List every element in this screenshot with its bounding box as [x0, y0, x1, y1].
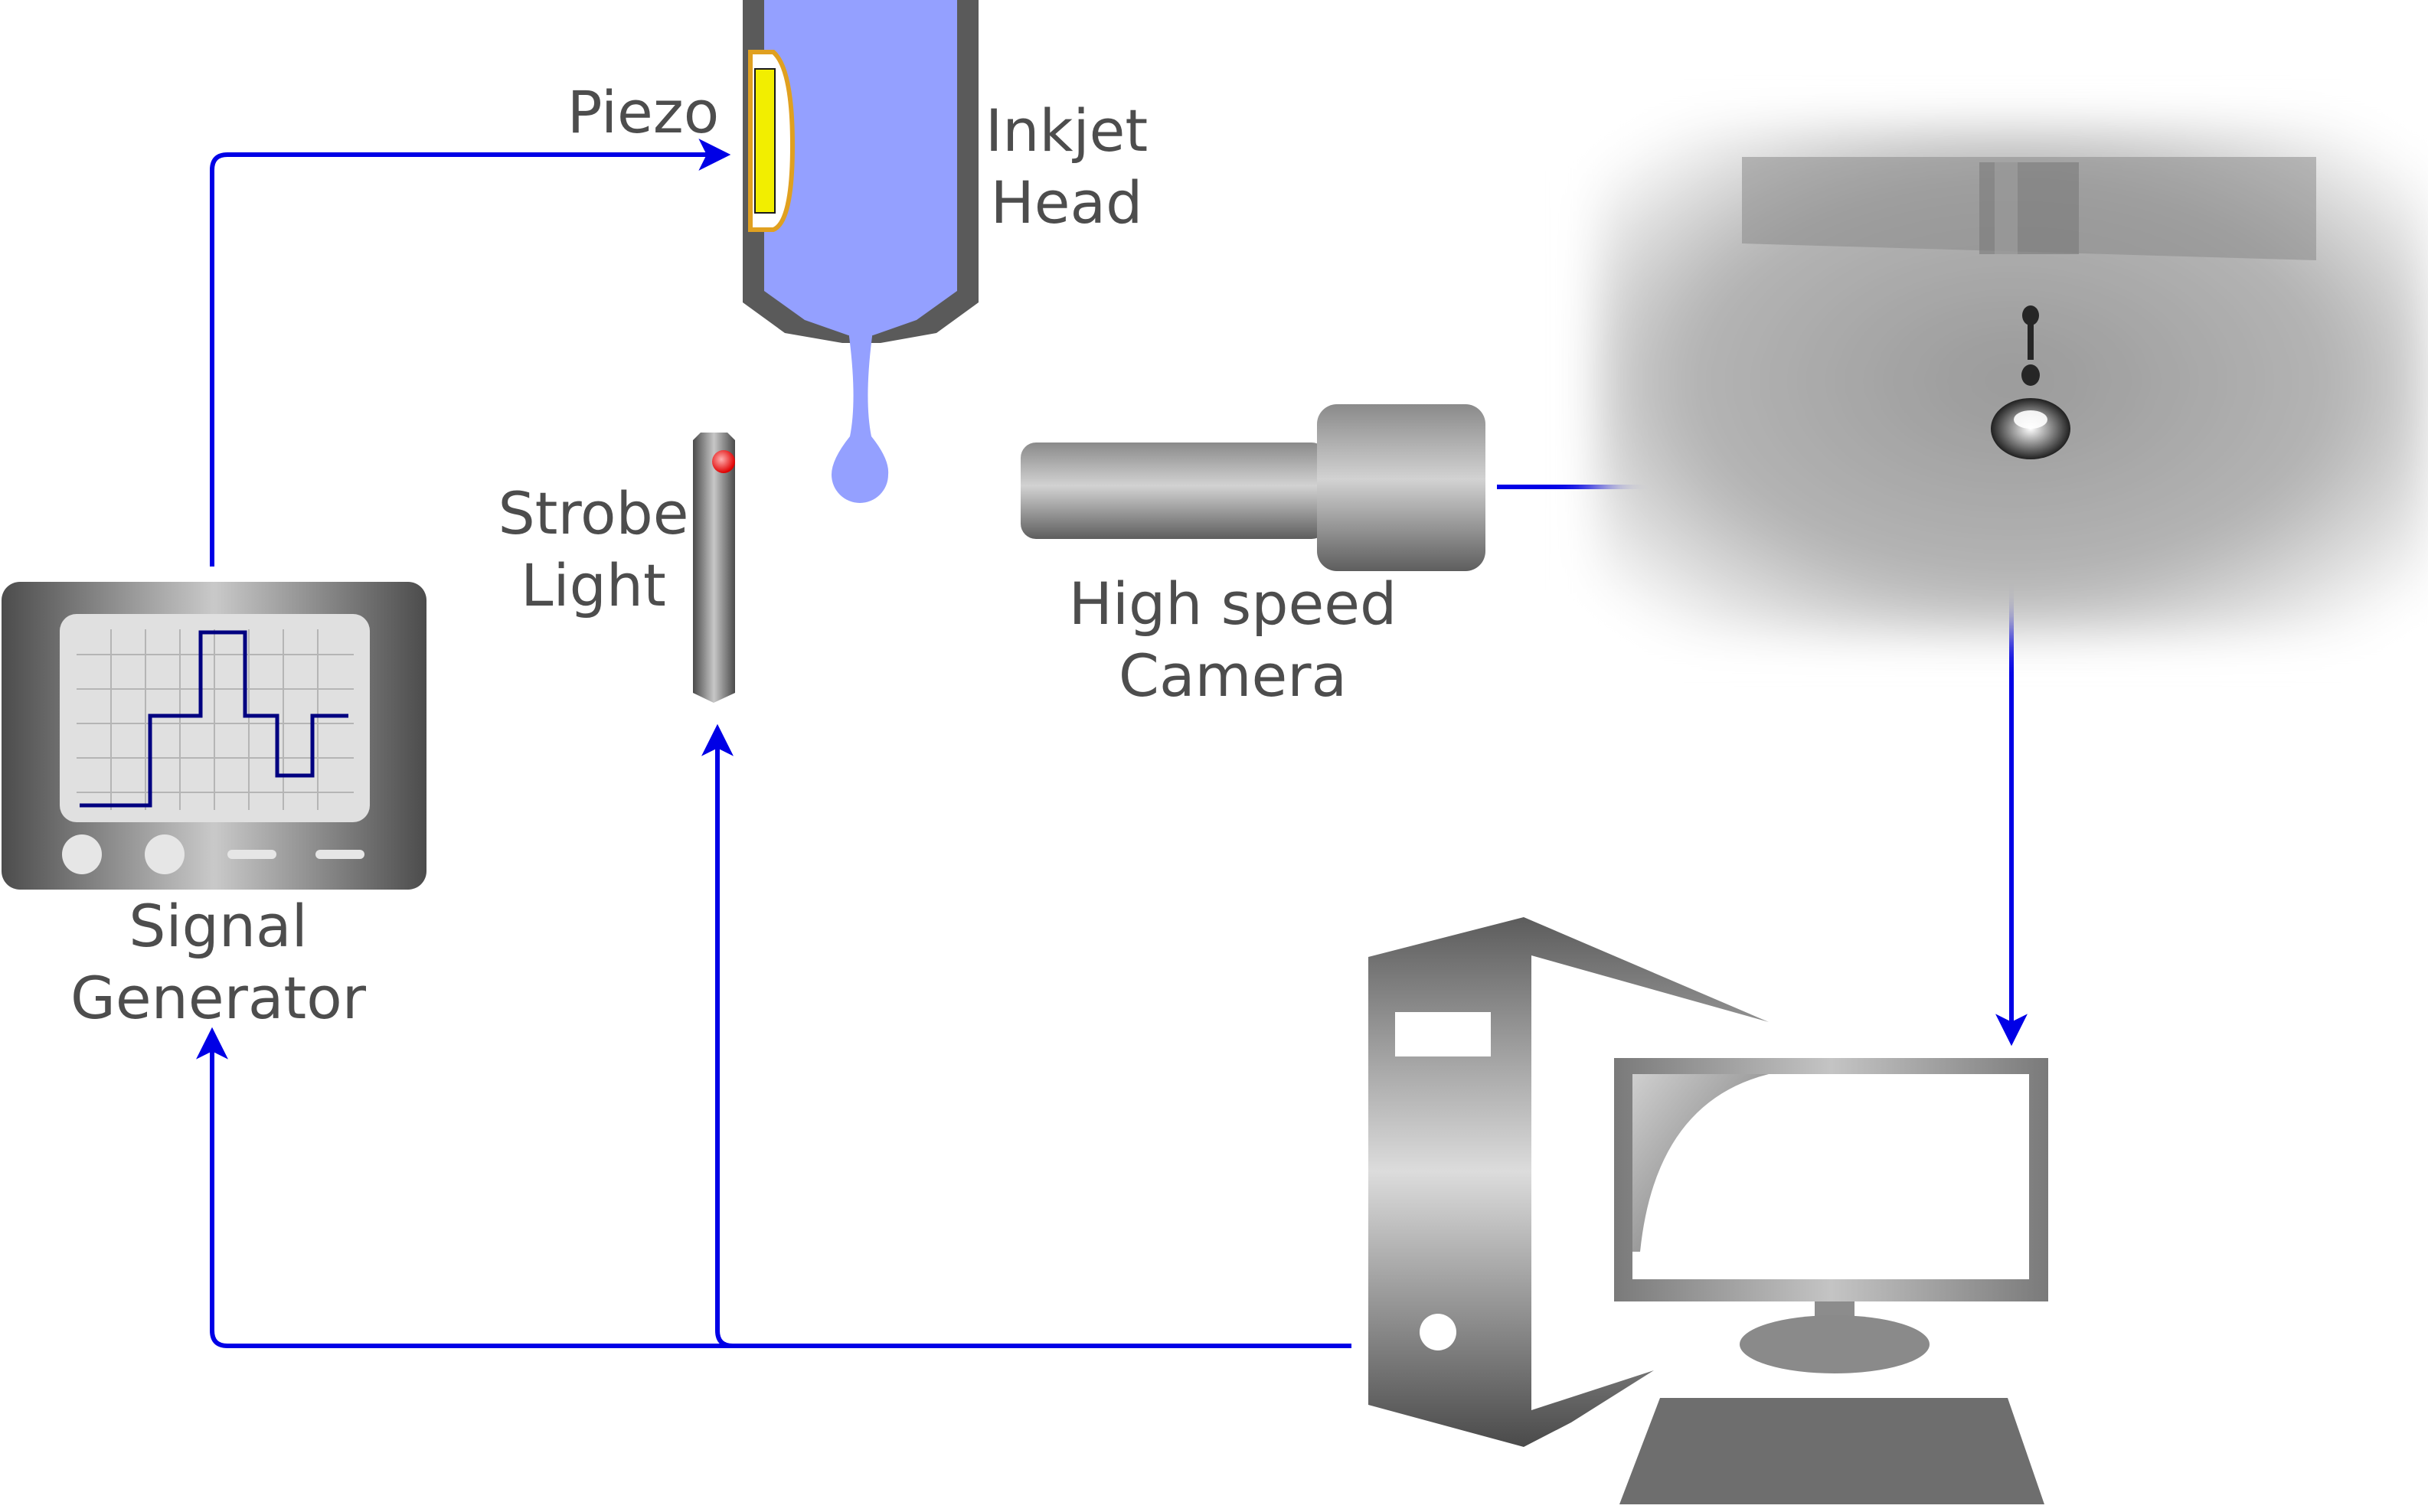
line-computer-to-strobe — [701, 723, 734, 1348]
knob-2 — [145, 834, 185, 874]
knob-1 — [62, 834, 102, 874]
line-computer-to-generator — [196, 1027, 1351, 1348]
signal-generator-label-line-1: Signal — [129, 892, 308, 960]
piezo-label: Piezo — [567, 78, 720, 146]
droplet-photo — [1596, 126, 2428, 635]
oscilloscope-icon — [2, 582, 426, 890]
inkjet-head-icon — [743, 0, 979, 503]
strobe-light-label-line-2: Light — [521, 551, 666, 619]
camera-label-line-1: High speed — [1068, 570, 1397, 638]
camera-lens — [1021, 442, 1327, 539]
waveform — [80, 630, 348, 808]
keyboard — [1619, 1398, 2044, 1504]
strobe-led — [712, 450, 735, 473]
camera-label-line-2: Camera — [1118, 642, 1348, 710]
line-generator-to-piezo — [210, 139, 731, 567]
ink-drop — [832, 331, 889, 503]
monitor-stand — [1740, 1315, 1930, 1373]
signal-generator-label-line-2: Generator — [70, 964, 366, 1032]
camera-body — [1317, 404, 1485, 571]
inkjet-head-label-line-2: Head — [990, 168, 1143, 237]
strobe-light-label-line-1: Strobe — [498, 479, 689, 547]
desktop-computer-icon — [1368, 917, 2048, 1504]
strobe-light-icon — [693, 433, 735, 703]
switch-2 — [315, 850, 364, 859]
switch-1 — [227, 850, 276, 859]
camera-icon — [1021, 404, 1485, 571]
inkjet-head-label-line-1: Inkjet — [985, 96, 1149, 165]
